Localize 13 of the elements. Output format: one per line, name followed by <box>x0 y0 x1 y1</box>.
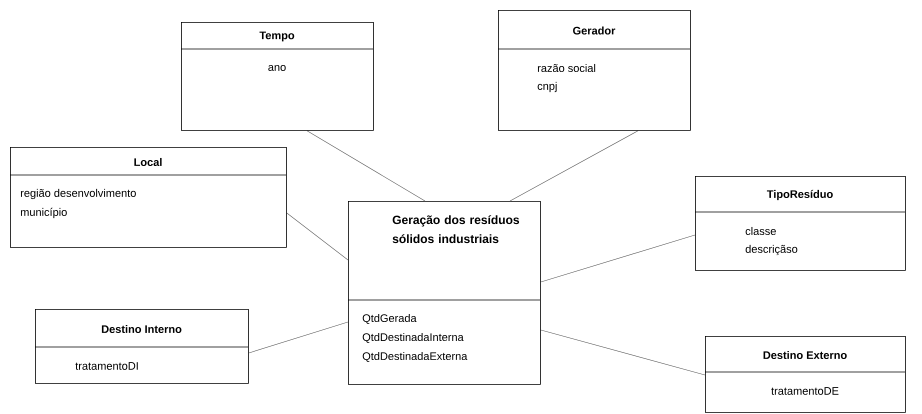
connector-line <box>286 212 348 260</box>
class-box: Local região desenvolvimento município <box>10 147 287 248</box>
class-box: TipoResíduo classe descriçãso <box>694 176 906 271</box>
connector-line <box>540 330 706 376</box>
class-box: Geração dos resíduos sólidos industriais QtdGerada QtdDestinadaInterna QtdDestinadaExterna <box>348 201 541 385</box>
class-box: Destino Interno tratamentoDI <box>34 309 249 384</box>
class-box: Destino Externo tratamentoDE <box>704 336 906 413</box>
connector-line <box>540 234 696 282</box>
connector-line <box>510 130 638 202</box>
connector-line <box>306 130 426 202</box>
connector-line <box>248 322 348 354</box>
class-box: Tempo ano <box>180 22 374 131</box>
class-box: Gerador razão social cnpj <box>498 10 691 131</box>
